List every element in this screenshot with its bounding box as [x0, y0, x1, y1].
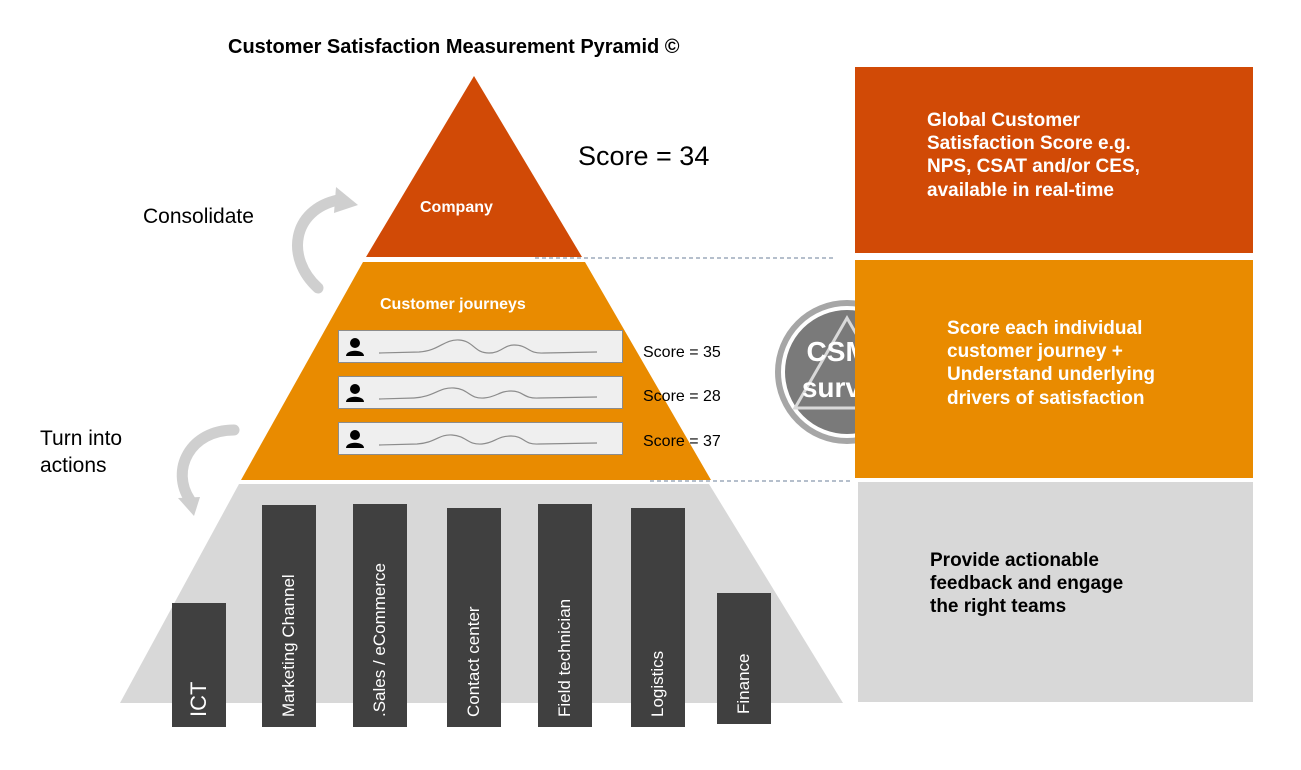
tier-label-customer-journeys: Customer journeys	[380, 296, 526, 313]
department-label: Field technician	[555, 598, 574, 717]
company-score: Score = 34	[578, 141, 710, 171]
person-icon	[346, 338, 364, 356]
department-bar: Marketing Channel	[262, 505, 316, 727]
journey-row	[338, 330, 623, 363]
journey-sparkline	[378, 434, 598, 446]
department-bar: Finance	[717, 593, 771, 724]
department-label: ICT	[186, 681, 211, 717]
tier-label-company: Company	[420, 199, 493, 216]
department-bar: Field technician	[538, 504, 592, 727]
turn-into-actions-label: Turn into actions	[40, 427, 123, 478]
department-bar: Logistics	[631, 508, 685, 727]
panel-actionable-feedback-text: Provide actionable feedback and engage t…	[930, 550, 1124, 618]
journey-score: Score = 35	[643, 344, 721, 361]
journey-score: Score = 37	[643, 433, 721, 450]
turn-into-actions-arrow-icon	[176, 424, 240, 516]
pyramid-top-tier	[366, 76, 582, 257]
journey-sparkline	[378, 387, 598, 400]
person-icon	[346, 430, 364, 448]
journey-row	[338, 422, 623, 455]
department-label: Contact center	[464, 606, 483, 717]
journey-row	[338, 376, 623, 409]
department-label: .Sales / eCommerce	[370, 563, 389, 717]
panel-global-score-text: Global Customer Satisfaction Score e.g. …	[927, 110, 1140, 201]
panel-actionable-feedback: Provide actionable feedback and engage t…	[858, 482, 1253, 702]
journey-sparkline	[378, 339, 598, 354]
department-label: Logistics	[648, 650, 667, 717]
panel-global-score: Global Customer Satisfaction Score e.g. …	[855, 67, 1253, 253]
department-bar: ICT	[172, 603, 226, 727]
department-label: Finance	[734, 653, 753, 714]
department-label: Marketing Channel	[279, 574, 298, 717]
diagram-title: Customer Satisfaction Measurement Pyrami…	[228, 36, 680, 58]
panel-journey-score: Score each individual customer journey +…	[855, 260, 1253, 478]
panel-journey-score-text: Score each individual customer journey +…	[947, 318, 1155, 409]
consolidate-arrow-icon	[292, 187, 358, 294]
department-bar: .Sales / eCommerce	[353, 504, 407, 727]
department-bar: Contact center	[447, 508, 501, 727]
consolidate-label: Consolidate	[143, 205, 254, 228]
journey-score: Score = 28	[643, 388, 721, 405]
person-icon	[346, 384, 364, 402]
